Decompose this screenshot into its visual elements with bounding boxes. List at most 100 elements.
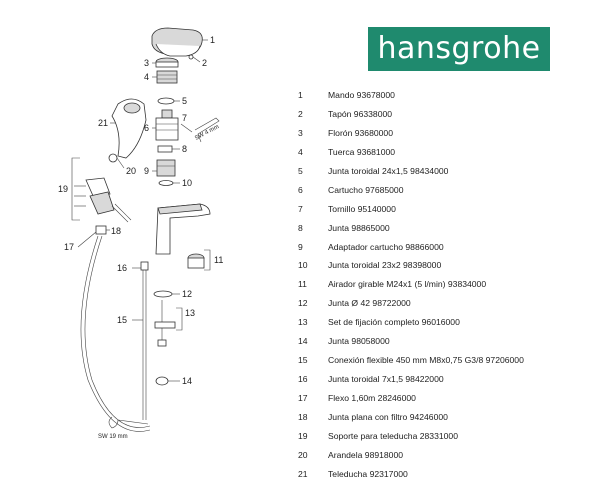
part-number: 19: [298, 430, 308, 441]
callout-9: 9: [144, 166, 149, 176]
part-number: 9: [298, 241, 303, 252]
part-description: Junta 98865000: [328, 222, 390, 233]
part-description: Tornillo 95140000: [328, 203, 396, 214]
part-gasket: [157, 145, 173, 153]
part-description: Conexión flexible 450 mm M8x0,75 G3/8 97…: [328, 355, 524, 366]
part-number: 8: [298, 222, 303, 233]
parts-list-item: 5 Junta toroidal 24x1,5 98434000: [298, 162, 588, 181]
parts-list-item: 15 Conexión flexible 450 mm M8x0,75 G3/8 …: [298, 351, 588, 370]
parts-list-item: 1 Mando 93678000: [298, 86, 588, 105]
part-number: 2: [298, 108, 303, 119]
part-number: 1: [298, 90, 303, 100]
part-number: 12: [298, 298, 308, 309]
parts-list-item: 12 Junta Ø 42 98722000: [298, 294, 588, 313]
callout-20: 20: [126, 166, 136, 176]
part-description: Junta toroidal 24x1,5 98434000: [328, 165, 449, 176]
parts-list-item: 10 Junta toroidal 23x2 98398000: [298, 256, 588, 275]
part-number: 16: [298, 374, 308, 385]
part-description: Junta 98058000: [328, 336, 390, 347]
part-hand-shower-holder: [74, 177, 132, 223]
callout-16: 16: [117, 263, 127, 273]
callout-7: 7: [182, 113, 187, 123]
part-hand-shower: [111, 98, 147, 159]
callout-17: 17: [64, 242, 74, 252]
part-description: Tuerca 93681000: [328, 146, 396, 157]
part-o-ring-23: [158, 180, 174, 186]
callout-1: 1: [210, 35, 215, 45]
part-number: 6: [298, 184, 303, 195]
wrench-label-sw4: SW 4 mm: [194, 124, 220, 142]
callout-3: 3: [144, 58, 149, 68]
callout-2: 2: [202, 58, 207, 68]
part-washer: [155, 376, 169, 386]
parts-list-item: 13 Set de fijación completo 96016000: [298, 313, 588, 332]
part-number: 20: [298, 449, 308, 460]
parts-list-item: 2 Tapón 96338000: [298, 105, 588, 124]
part-description: Adaptador cartucho 98866000: [328, 241, 444, 252]
part-holder-washer: [108, 153, 118, 163]
part-description: Teleducha 92317000: [328, 468, 408, 479]
callout-14: 14: [182, 376, 192, 386]
wrench-icon: [108, 416, 149, 429]
part-number: 13: [298, 317, 308, 328]
callout-11: 11: [214, 255, 223, 265]
part-number: 15: [298, 355, 308, 366]
callout-15: 15: [117, 315, 127, 325]
parts-list-item: 4 Tuerca 93681000: [298, 143, 588, 162]
callout-12: 12: [182, 289, 192, 299]
part-description: Flexo 1,60m 28246000: [328, 393, 416, 403]
part-tap-body: [155, 203, 211, 255]
callout-4: 4: [144, 72, 149, 82]
parts-list-item: 3 Florón 93680000: [298, 124, 588, 143]
part-number: 3: [298, 127, 303, 138]
part-number: 17: [298, 393, 308, 403]
part-number: 10: [298, 260, 308, 271]
parts-list-item: 9 Adaptador cartucho 98866000: [298, 238, 588, 257]
parts-list-item: 6 Cartucho 97685000: [298, 181, 588, 200]
part-gasket-42: [153, 290, 173, 298]
parts-list-item: 7 Tornillo 95140000: [298, 200, 588, 219]
callout-6: 6: [144, 123, 149, 133]
part-handle: [151, 27, 203, 57]
part-description: Cartucho 97685000: [328, 184, 404, 195]
exploded-view-diagram: 1 2 3 4 5 6 7 8 9 10 11 12 13 14 15 16 1…: [58, 27, 223, 440]
part-description: Junta plana con filtro 94246000: [328, 411, 448, 422]
hex-key-icon: [194, 117, 220, 143]
part-hose: [80, 235, 151, 432]
part-o-ring-24: [157, 97, 175, 105]
part-aerator: [187, 253, 205, 269]
part-description: Junta Ø 42 98722000: [328, 298, 411, 309]
part-number: 14: [298, 336, 308, 347]
part-description: Tapón 96338000: [328, 108, 393, 119]
part-filter-gasket: [95, 225, 107, 235]
callout-19: 19: [58, 184, 68, 194]
callout-8: 8: [182, 144, 187, 154]
part-number: 7: [298, 203, 303, 214]
parts-list-item: 18 Junta plana con filtro 94246000: [298, 408, 588, 427]
callout-13: 13: [185, 308, 195, 318]
part-number: 18: [298, 411, 308, 422]
parts-list: 1 Mando 93678000 2 Tapón 96338000 3 Florón 93…: [298, 86, 588, 484]
parts-list-item: 17 Flexo 1,60m 28246000: [298, 389, 588, 408]
parts-list-item: 16 Junta toroidal 7x1,5 98422000: [298, 370, 588, 389]
part-number: 4: [298, 146, 303, 157]
part-description: Set de fijación completo 96016000: [328, 317, 460, 328]
part-description: Junta toroidal 23x2 98398000: [328, 260, 442, 271]
parts-list-item: 20 Arandela 98918000: [298, 446, 588, 465]
part-description: Mando 93678000: [328, 90, 395, 100]
part-description: Airador girable M24x1 (5 l/min) 93834000: [328, 279, 487, 290]
part-cartridge: [155, 109, 179, 141]
part-screw: [180, 123, 193, 133]
callout-18: 18: [111, 226, 121, 236]
part-nut: [156, 70, 178, 84]
parts-list-item: 8 Junta 98865000: [298, 219, 588, 238]
wrench-label-sw19: SW 19 mm: [98, 434, 128, 440]
part-number: 5: [298, 165, 303, 176]
part-description: Florón 93680000: [328, 127, 393, 138]
part-description: Junta toroidal 7x1,5 98422000: [328, 374, 444, 385]
part-description: Arandela 98918000: [328, 449, 404, 460]
part-cap: [188, 54, 194, 60]
